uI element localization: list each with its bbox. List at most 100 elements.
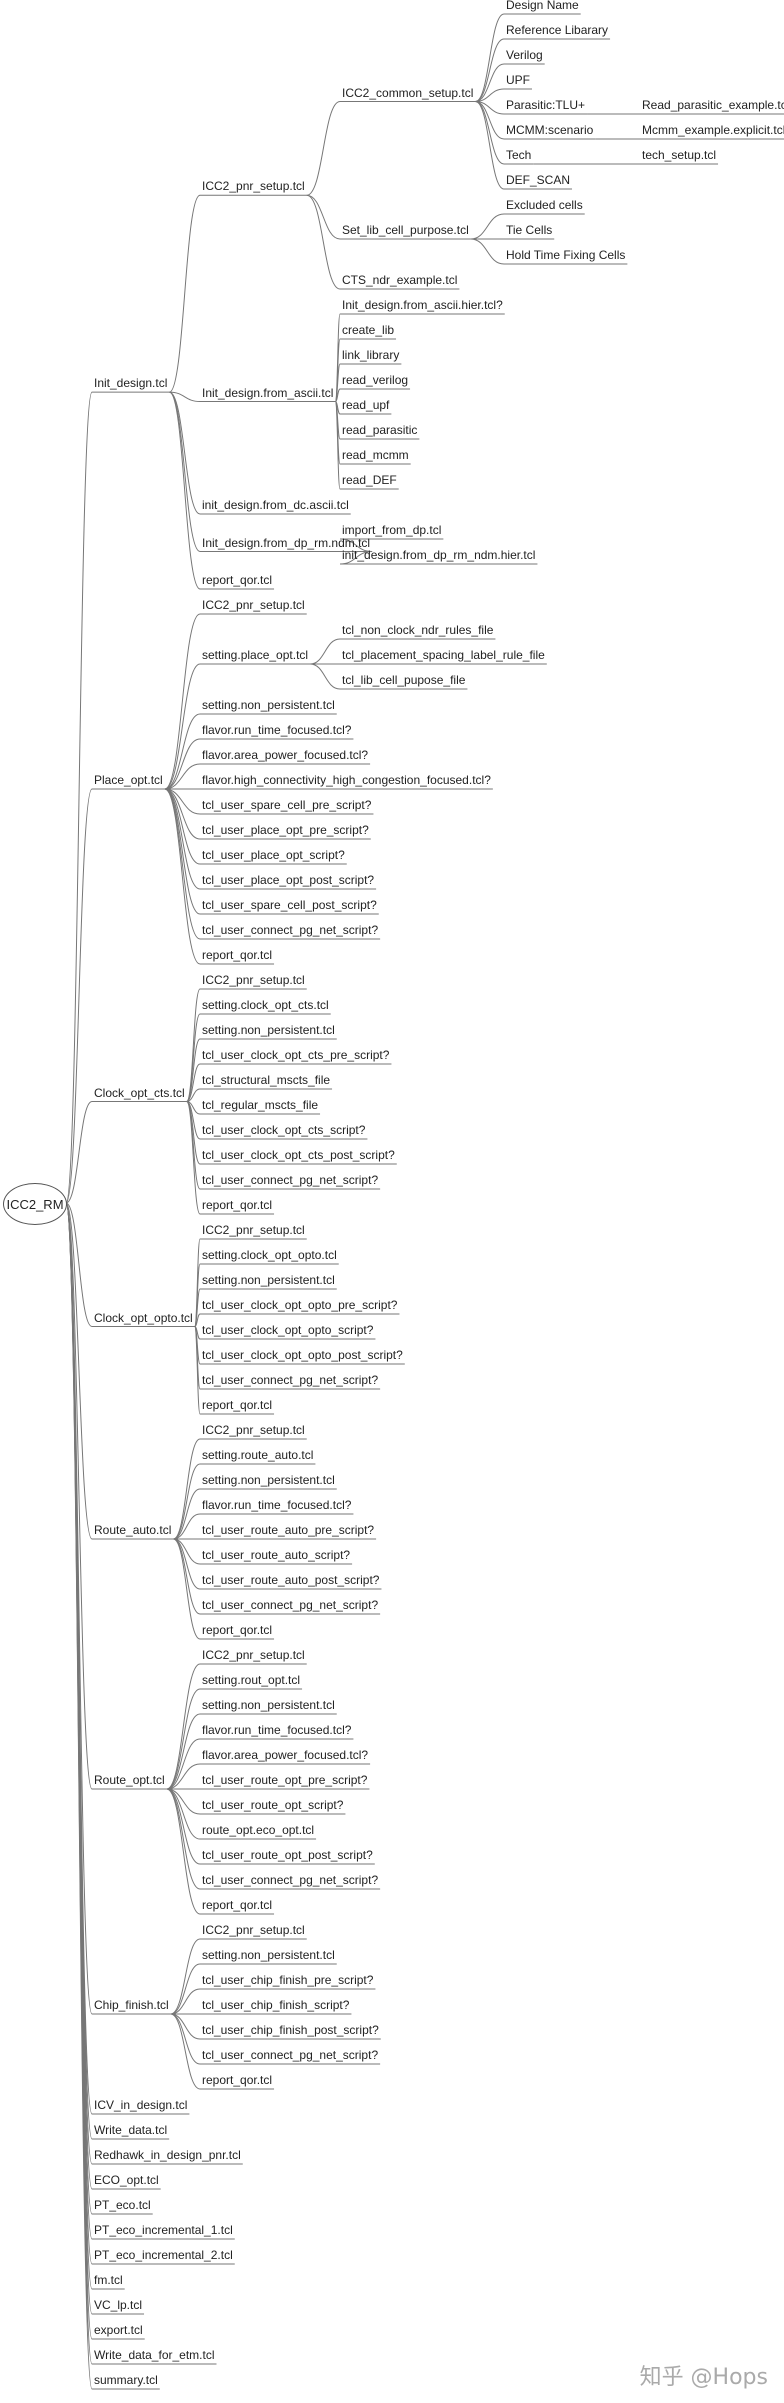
connector-line xyxy=(335,388,341,402)
tree-node: setting.non_persistent.tcl xyxy=(202,1273,335,1287)
tree-node: flavor.high_connectivity_high_congestion… xyxy=(202,773,491,787)
tree-node: Route_opt.tcl xyxy=(94,1773,165,1787)
connector-line xyxy=(173,1488,201,1540)
connector-line xyxy=(164,763,201,790)
tree-node: ICC2_pnr_setup.tcl xyxy=(202,598,305,612)
connector-line xyxy=(166,1763,201,1790)
tree-node: tcl_user_clock_opt_cts_pre_script? xyxy=(202,1048,390,1062)
tree-node: flavor.run_time_focused.tcl? xyxy=(202,1723,352,1737)
tree-node: tcl_user_connect_pg_net_script? xyxy=(202,923,379,937)
tree-node: tcl_user_spare_cell_post_script? xyxy=(202,898,377,912)
tree-node: Mcmm_example.explicit.tcl xyxy=(642,123,784,137)
tree-node: Clock_opt_opto.tcl xyxy=(94,1310,193,1325)
tree-node: read_DEF xyxy=(342,473,397,487)
connector-line xyxy=(164,738,201,790)
tree-node: read_parasitic xyxy=(342,423,418,437)
tree-node: setting.clock_opt_cts.tcl xyxy=(202,998,329,1012)
tree-node: read_mcmm xyxy=(342,448,409,462)
tree-node: read_verilog xyxy=(342,373,409,387)
root-label: ICC2_RM xyxy=(6,1196,64,1212)
tree-node: ICC2_common_setup.tcl xyxy=(342,85,474,100)
connector-line xyxy=(166,1688,201,1790)
tree-node: MCMM:scenario xyxy=(506,123,594,137)
tree-node: tcl_lib_cell_pupose_file xyxy=(342,673,466,687)
tree-node: ICC2_pnr_setup.tcl xyxy=(202,1223,305,1237)
tree-node: tcl_user_place_opt_script? xyxy=(202,848,345,862)
connector-line xyxy=(186,1063,201,1102)
connector-line xyxy=(170,2013,201,2065)
connector-line xyxy=(173,1438,201,1540)
tree-node: tcl_user_chip_finish_post_script? xyxy=(202,2023,379,2037)
tree-node: Tie Cells xyxy=(506,223,553,237)
tree-node: Route_auto.tcl xyxy=(94,1523,172,1537)
tree-node: setting.place_opt.tcl xyxy=(202,648,309,662)
tree-node: report_qor.tcl xyxy=(202,573,273,587)
tree-node: tcl_placement_spacing_label_rule_file xyxy=(342,648,545,662)
connector-line xyxy=(164,613,201,790)
tree-node: report_qor.tcl xyxy=(202,2073,273,2087)
tree-node: ICC2_pnr_setup.tcl xyxy=(202,1923,305,1937)
connector-line xyxy=(65,1202,93,1790)
connector-line xyxy=(339,551,373,565)
tree-node: Place_opt.tcl xyxy=(94,773,163,787)
tree-node: tcl_user_route_auto_pre_script? xyxy=(202,1523,375,1537)
connector-line xyxy=(164,713,201,790)
tree-node: ICC2_pnr_setup.tcl xyxy=(202,179,305,194)
tree-node: Init_design.tcl xyxy=(94,376,168,391)
tree-node: summary.tcl xyxy=(94,2373,158,2387)
tree-node: tcl_user_route_auto_post_script? xyxy=(202,1573,380,1587)
connector-line xyxy=(166,1713,201,1790)
tree-node: tcl_user_chip_finish_script? xyxy=(202,1998,350,2012)
tree-node: Write_data_for_etm.tcl xyxy=(94,2348,215,2362)
connector-line xyxy=(170,2013,201,2090)
connector-line xyxy=(194,1288,201,1327)
tree-node: create_lib xyxy=(342,323,395,337)
tree-node: read_upf xyxy=(342,398,390,412)
connector-line xyxy=(310,663,341,690)
tree-node: init_design.from_dp_rm_ndm.hier.tcl xyxy=(342,548,536,562)
tree-node: Init_design.from_dp_rm.ndm.tcl xyxy=(202,535,371,550)
tree-node: tcl_user_connect_pg_net_script? xyxy=(202,1873,379,1887)
tree-node: setting.non_persistent.tcl xyxy=(202,1698,335,1712)
connector-line xyxy=(170,1963,201,2015)
tree-node: report_qor.tcl xyxy=(202,1398,273,1412)
connector-line xyxy=(168,391,201,552)
tree-node: route_opt.eco_opt.tcl xyxy=(202,1823,315,1837)
tree-node: Init_design.from_ascii.hier.tcl? xyxy=(342,298,503,312)
connector-line xyxy=(164,788,201,965)
root-node: ICC2_RM xyxy=(3,1183,67,1225)
tree-node: tcl_user_route_opt_post_script? xyxy=(202,1848,373,1862)
tree-node: tcl_structural_mscts_file xyxy=(202,1073,331,1087)
tree-node: flavor.run_time_focused.tcl? xyxy=(202,723,352,737)
tree-node: setting.clock_opt_opto.tcl xyxy=(202,1248,337,1262)
tree-node: tcl_user_route_opt_pre_script? xyxy=(202,1773,368,1787)
tree-node: report_qor.tcl xyxy=(202,1623,273,1637)
tree-node: PT_eco_incremental_1.tcl xyxy=(94,2223,233,2237)
tree-node: Chip_finish.tcl xyxy=(94,1998,169,2012)
connector-line xyxy=(306,101,341,196)
tree-node: init_design.from_dc.ascii.tcl xyxy=(202,498,349,512)
tree-node: fm.tcl xyxy=(94,2273,123,2287)
connector-line xyxy=(306,194,341,290)
tree-node: tcl_user_spare_cell_pre_script? xyxy=(202,798,372,812)
tree-node: tcl_user_place_opt_pre_script? xyxy=(202,823,369,837)
connector-line xyxy=(164,788,201,940)
tree-node: Set_lib_cell_purpose.tcl xyxy=(342,223,469,237)
tree-node: ICC2_pnr_setup.tcl xyxy=(202,1423,305,1437)
connector-line xyxy=(475,38,505,102)
connector-line xyxy=(65,1101,93,1204)
connector-line xyxy=(65,1202,93,2015)
tree-node: tcl_user_route_auto_script? xyxy=(202,1548,351,1562)
tree-node: tcl_user_connect_pg_net_script? xyxy=(202,2048,379,2062)
tree-node: Clock_opt_cts.tcl xyxy=(94,1085,185,1100)
connector-line xyxy=(470,213,505,240)
tree-node: tcl_user_clock_opt_opto_script? xyxy=(202,1323,374,1337)
tree-node: report_qor.tcl xyxy=(202,1898,273,1912)
tree-node: ICC2_pnr_setup.tcl xyxy=(202,973,305,987)
tree-node: report_qor.tcl xyxy=(202,948,273,962)
tree-node: Redhawk_in_design_pnr.tcl xyxy=(94,2148,241,2162)
tree-node: tcl_user_clock_opt_opto_pre_script? xyxy=(202,1298,398,1312)
tree-node: UPF xyxy=(506,73,530,87)
connector-line xyxy=(334,401,341,490)
tree-node: flavor.run_time_focused.tcl? xyxy=(202,1498,352,1512)
